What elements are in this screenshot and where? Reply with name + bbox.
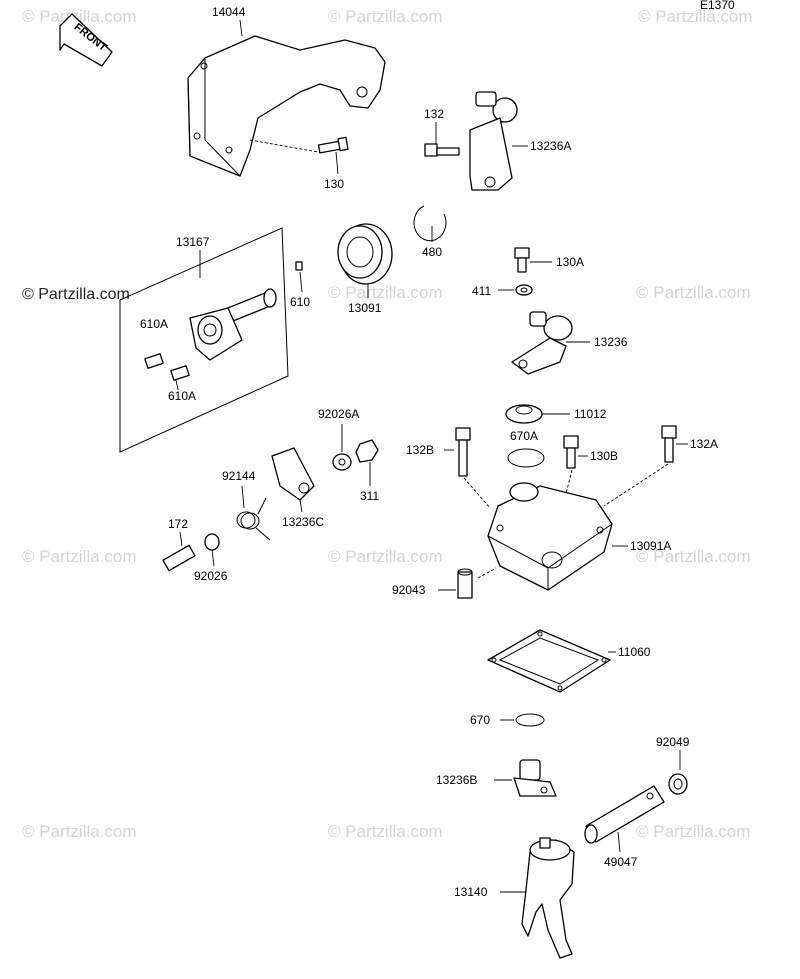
part-480-circlip: [413, 205, 447, 242]
watermark: © Partzilla.com: [636, 822, 751, 841]
label-130A: 130A: [556, 255, 584, 269]
label-172: 172: [168, 517, 188, 531]
watermark-group: © Partzilla.com © Partzilla.com © Partzi…: [22, 7, 753, 841]
label-92043: 92043: [392, 583, 426, 597]
label-670: 670: [470, 713, 490, 727]
part-13236C-lever: [271, 447, 315, 501]
part-13236A-lever: [469, 91, 518, 191]
label-92144: 92144: [222, 469, 256, 483]
label-13236A: 13236A: [530, 139, 571, 153]
label-670A: 670A: [510, 429, 538, 443]
part-130-bolt: [317, 136, 349, 154]
part-13091-bearing: [337, 223, 393, 285]
label-411: 411: [472, 284, 491, 298]
watermark: © Partzilla.com: [328, 283, 443, 302]
part-610A-pin: [144, 353, 164, 369]
label-11012: 11012: [574, 407, 607, 421]
label-480: 480: [422, 245, 442, 259]
label-13167: 13167: [176, 235, 210, 249]
part-130A-bolt: [514, 247, 530, 273]
part-132A-bolt: [661, 425, 677, 463]
part-13236-lever: [511, 311, 573, 375]
label-610: 610: [290, 295, 310, 309]
reference-code: E1370: [700, 0, 735, 12]
label-130B: 130B: [590, 449, 618, 463]
label-92049: 92049: [656, 735, 690, 749]
watermark-primary: © Partzilla.com: [22, 286, 130, 303]
label-132B: 132B: [406, 443, 434, 457]
label-132A: 132A: [690, 437, 718, 451]
label-13091A: 13091A: [630, 539, 671, 553]
watermark: © Partzilla.com: [22, 822, 137, 841]
label-13236: 13236: [594, 335, 628, 349]
label-92026: 92026: [194, 569, 228, 583]
part-130B-bolt: [563, 435, 579, 469]
part-610A-pin: [170, 365, 190, 381]
part-92043-dowel: [457, 571, 473, 599]
part-172-stud: [162, 544, 196, 572]
part-92049-bush: [668, 773, 688, 795]
part-311-nut: [355, 439, 379, 463]
label-610A-top: 610A: [140, 317, 168, 331]
part-132B-bolt: [455, 427, 471, 477]
part-92026-washer: [204, 533, 220, 551]
part-670A-oring: [507, 448, 545, 468]
part-411-washer: [515, 284, 533, 296]
part-13167-shaft: [189, 288, 277, 361]
part-13167-group-frame: [119, 227, 289, 453]
label-49047: 49047: [604, 855, 638, 869]
label-13091: 13091: [348, 301, 382, 315]
label-130: 130: [324, 177, 344, 191]
watermark: © Partzilla.com: [22, 7, 137, 26]
part-14044-cover: [187, 35, 386, 177]
watermark: © Partzilla.com: [328, 547, 443, 566]
label-311: 311: [360, 489, 379, 503]
label-13236B: 13236B: [436, 773, 477, 787]
watermark: © Partzilla.com: [636, 283, 751, 302]
part-610-pin: [295, 261, 303, 271]
part-13091A-housing: [487, 482, 613, 591]
part-92144-spring: [236, 497, 271, 541]
label-610A-bottom: 610A: [168, 389, 196, 403]
part-132-bolt: [424, 143, 460, 157]
label-13236C: 13236C: [282, 515, 324, 529]
part-11060-gasket: [487, 629, 611, 693]
label-13140: 13140: [454, 885, 488, 899]
watermark: © Partzilla.com: [636, 547, 751, 566]
label-11060: 11060: [618, 645, 651, 659]
part-13236B-lever: [513, 759, 557, 797]
part-92026A-washer: [332, 453, 352, 471]
label-14044: 14044: [212, 5, 246, 19]
part-49047-shaft: [584, 785, 665, 844]
watermark: © Partzilla.com: [22, 547, 137, 566]
label-132: 132: [424, 107, 444, 121]
watermark: © Partzilla.com: [328, 7, 443, 26]
part-13140-shift-fork: [521, 837, 575, 959]
watermark: © Partzilla.com: [638, 7, 753, 26]
watermark: © Partzilla.com: [328, 822, 443, 841]
label-92026A: 92026A: [318, 407, 359, 421]
part-670-oring: [515, 713, 545, 727]
